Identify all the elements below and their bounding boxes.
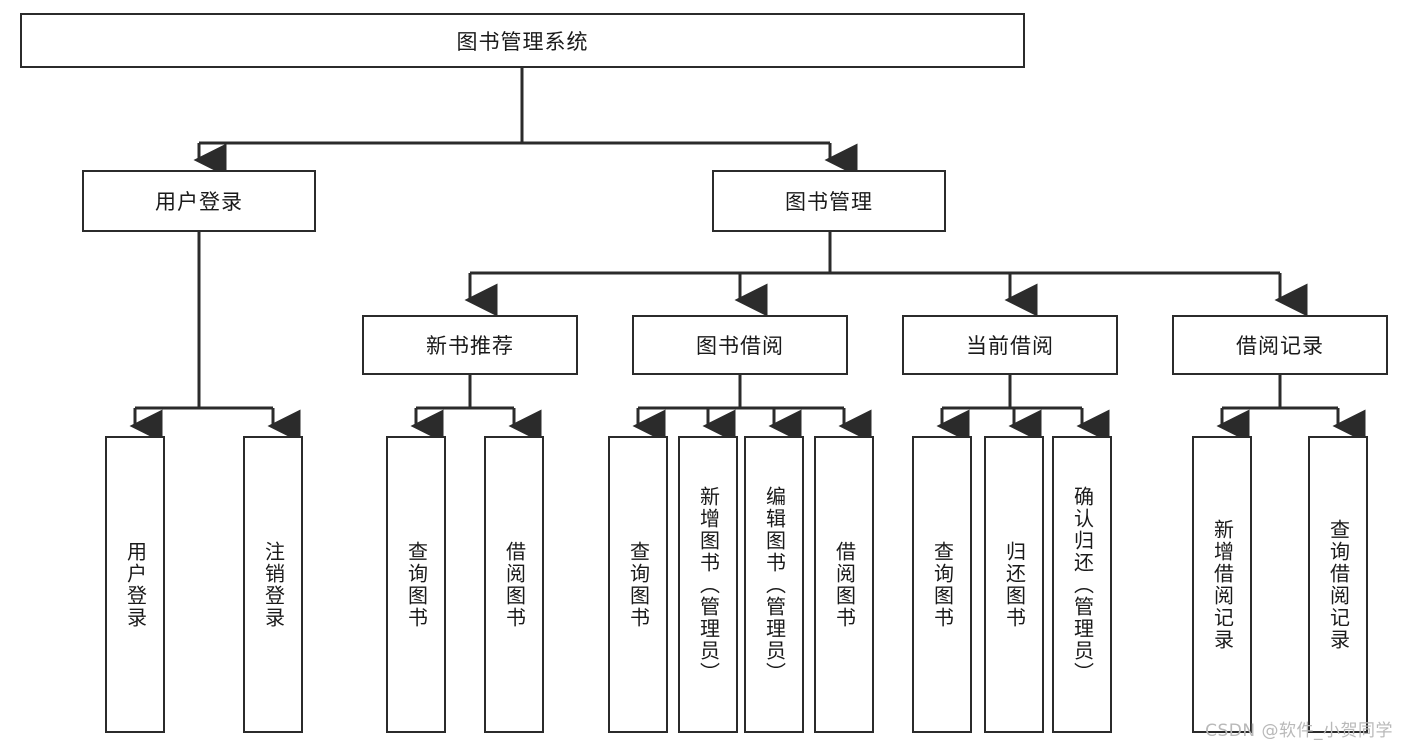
node-leaf-confirm-return-label: 确认归还（管理员） (1070, 485, 1095, 684)
node-root[interactable]: 图书管理系统 (20, 13, 1025, 68)
node-leaf-edit-book[interactable]: 编辑图书（管理员） (744, 436, 804, 733)
node-current-borrow[interactable]: 当前借阅 (902, 315, 1118, 375)
node-book-manage-label: 图书管理 (785, 190, 873, 214)
node-leaf-query-book-2[interactable]: 查询图书 (608, 436, 668, 733)
node-leaf-logout-label: 注销登录 (261, 540, 286, 629)
node-leaf-query-book-3-label: 查询图书 (930, 540, 955, 629)
node-leaf-user-login-label: 用户登录 (123, 540, 148, 629)
node-borrow-record[interactable]: 借阅记录 (1172, 315, 1388, 375)
node-leaf-user-login[interactable]: 用户登录 (105, 436, 165, 733)
node-user-login[interactable]: 用户登录 (82, 170, 316, 232)
node-leaf-edit-book-label: 编辑图书（管理员） (762, 485, 787, 684)
node-new-book-recommend-label: 新书推荐 (426, 334, 514, 358)
node-leaf-add-record-label: 新增借阅记录 (1210, 518, 1235, 651)
node-leaf-query-book-1[interactable]: 查询图书 (386, 436, 446, 733)
node-borrow-record-label: 借阅记录 (1236, 334, 1324, 358)
node-leaf-add-book[interactable]: 新增图书（管理员） (678, 436, 738, 733)
node-leaf-return-book-label: 归还图书 (1002, 540, 1027, 629)
node-leaf-add-record[interactable]: 新增借阅记录 (1192, 436, 1252, 733)
node-new-book-recommend[interactable]: 新书推荐 (362, 315, 578, 375)
node-leaf-borrow-book-2-label: 借阅图书 (832, 540, 857, 629)
watermark: CSDN @软件_小贺同学 (1205, 721, 1393, 741)
node-leaf-add-book-label: 新增图书（管理员） (696, 485, 721, 684)
node-current-borrow-label: 当前借阅 (966, 334, 1054, 358)
node-book-borrow-label: 图书借阅 (696, 334, 784, 358)
node-leaf-query-record-label: 查询借阅记录 (1326, 518, 1351, 651)
node-leaf-borrow-book-1-label: 借阅图书 (502, 540, 527, 629)
node-leaf-logout[interactable]: 注销登录 (243, 436, 303, 733)
node-leaf-borrow-book-1[interactable]: 借阅图书 (484, 436, 544, 733)
node-user-login-label: 用户登录 (155, 190, 243, 214)
node-leaf-borrow-book-2[interactable]: 借阅图书 (814, 436, 874, 733)
node-leaf-query-record[interactable]: 查询借阅记录 (1308, 436, 1368, 733)
node-leaf-query-book-2-label: 查询图书 (626, 540, 651, 629)
node-leaf-confirm-return[interactable]: 确认归还（管理员） (1052, 436, 1112, 733)
node-book-borrow[interactable]: 图书借阅 (632, 315, 848, 375)
node-book-manage[interactable]: 图书管理 (712, 170, 946, 232)
node-leaf-query-book-1-label: 查询图书 (404, 540, 429, 629)
node-leaf-query-book-3[interactable]: 查询图书 (912, 436, 972, 733)
node-leaf-return-book[interactable]: 归还图书 (984, 436, 1044, 733)
node-root-label: 图书管理系统 (456, 29, 589, 54)
